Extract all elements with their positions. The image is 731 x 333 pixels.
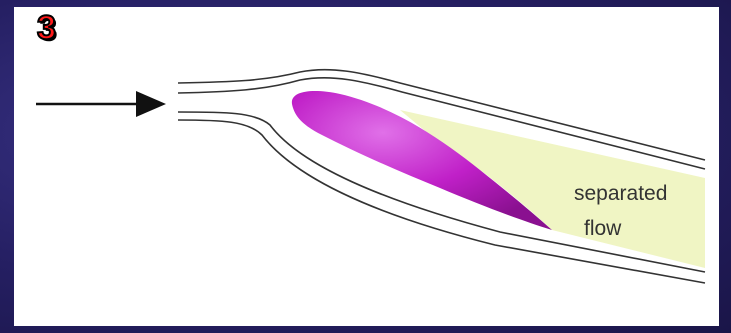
- separated-flow-label-line1: separated: [574, 182, 667, 206]
- separated-flow-label-line2: flow: [584, 217, 621, 241]
- freestream-arrow: [36, 91, 166, 117]
